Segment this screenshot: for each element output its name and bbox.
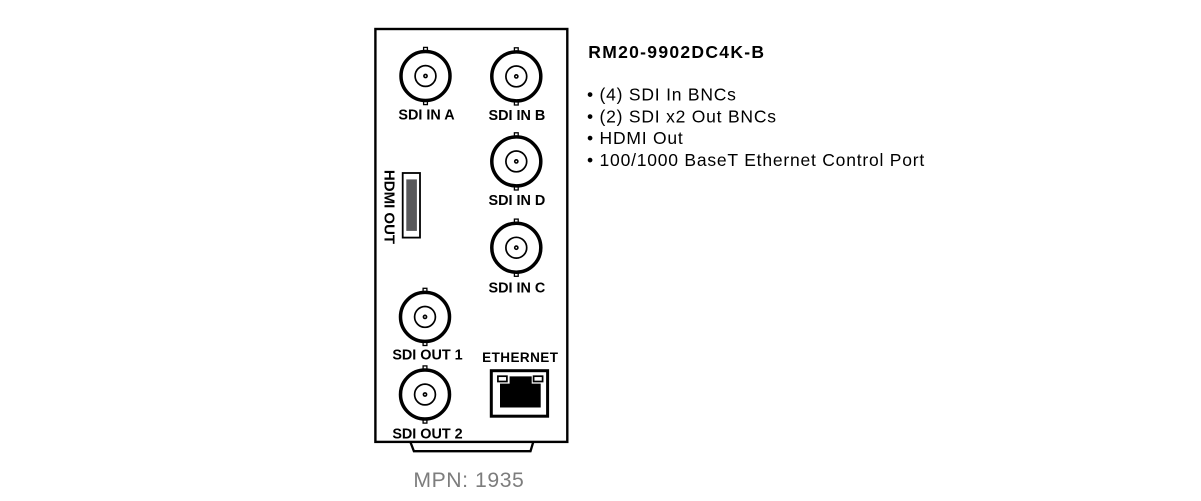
svg-text:SDI IN A: SDI IN A: [398, 108, 455, 124]
svg-text:ETHERNET: ETHERNET: [482, 350, 559, 365]
svg-text:SDI IN D: SDI IN D: [489, 193, 546, 209]
svg-text:RM20-9902DC4K-B: RM20-9902DC4K-B: [588, 42, 765, 62]
svg-text:• (2) SDI x2 Out BNCs: • (2) SDI x2 Out BNCs: [587, 106, 777, 126]
svg-text:SDI OUT 2: SDI OUT 2: [392, 426, 462, 442]
svg-text:SDI IN B: SDI IN B: [489, 108, 546, 124]
svg-text:SDI OUT 1: SDI OUT 1: [392, 348, 462, 364]
svg-text:• (4) SDI In BNCs: • (4) SDI In BNCs: [587, 85, 737, 105]
svg-text:• HDMI Out: • HDMI Out: [587, 128, 684, 148]
svg-text:HDMI OUT: HDMI OUT: [381, 170, 398, 244]
svg-text:• 100/1000 BaseT Ethernet Cont: • 100/1000 BaseT Ethernet Control Port: [587, 150, 925, 170]
svg-text:MPN: 1935: MPN: 1935: [413, 469, 524, 492]
svg-text:SDI IN C: SDI IN C: [489, 280, 546, 296]
